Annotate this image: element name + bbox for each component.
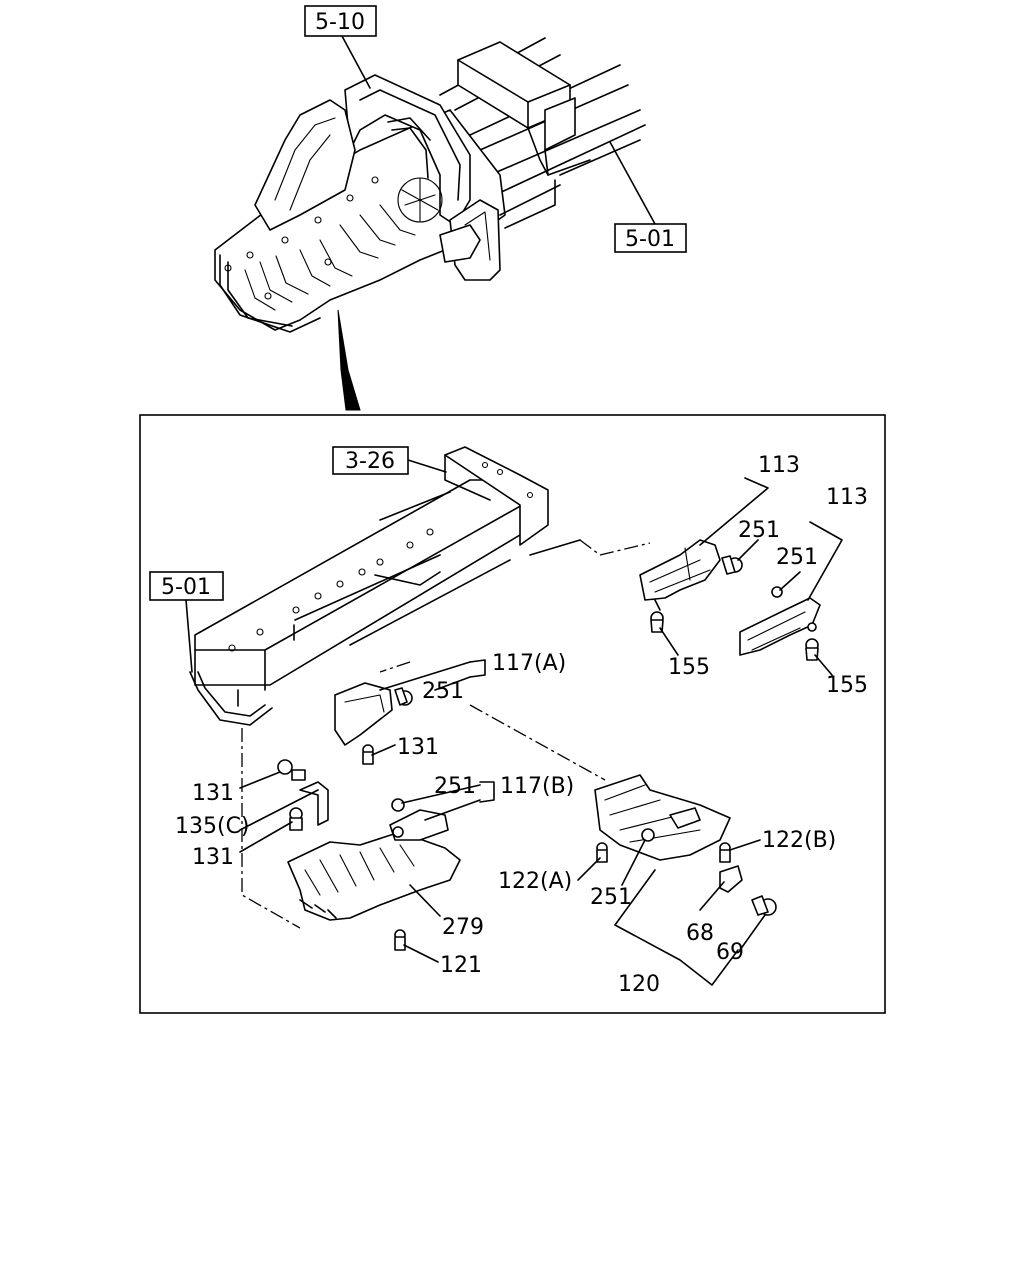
label-251-right: 251 [776,545,818,570]
label-131-left-top: 131 [192,781,234,806]
label-251-117b: 251 [434,774,476,799]
ref-box-5-10 [304,5,377,37]
label-68: 68 [686,921,714,946]
label-113-lower: 113 [826,485,868,510]
label-251-upper: 251 [738,518,780,543]
ref-label-5-10: 5-10 [315,10,365,35]
ref-box-5-01-inset [149,571,224,601]
label-122a: 122(A) [498,869,572,894]
assembly-line-113 [579,539,651,556]
bracket-135c [277,759,329,831]
part-number-labels: 113 113 251 251 155 155 117(A) 251 131 1… [175,453,868,997]
ref-box-3-26 [332,446,409,475]
tray-assembly-120 [594,774,777,916]
label-155-right: 155 [826,673,868,698]
ref-label-3-26: 3-26 [345,449,395,474]
label-131-mid: 131 [397,735,439,760]
part-callout-leaders [239,477,843,986]
label-131-left-bottom: 131 [192,845,234,870]
label-251-120: 251 [590,885,632,910]
label-117b: 117(B) [500,774,574,799]
zoom-pointer [337,309,361,411]
chassis-overview-drawing [214,37,646,333]
assembly-line-120 [469,704,606,781]
assembly-line-279 [241,728,301,929]
label-155-left: 155 [668,655,710,680]
label-279: 279 [442,915,484,940]
label-122b: 122(B) [762,828,836,853]
label-135c: 135(C) [175,814,250,839]
ref-label-5-01-top: 5-01 [625,227,675,252]
inset-chassis-rail [189,446,581,726]
skid-plate-279 [287,798,461,951]
label-117a: 117(A) [492,651,566,676]
ref-5-01-inset-callout: 5-01 [149,571,224,673]
ref-label-5-01-inset: 5-01 [161,575,211,600]
ref-3-26-callout: 3-26 [332,446,447,475]
bracket-113-lower [739,586,821,661]
label-113-upper: 113 [758,453,800,478]
ref-5-01-top-callout: 5-01 [609,141,687,253]
bracket-117a [334,682,413,765]
detail-inset-border [139,414,886,1014]
ref-5-10-callout: 5-10 [304,5,377,89]
bracket-113-upper [639,539,743,633]
label-69: 69 [716,940,744,965]
ref-box-5-01-top [614,223,687,253]
label-251-117a: 251 [422,679,464,704]
label-121: 121 [440,953,482,978]
assembly-line-117a [379,661,411,673]
label-120: 120 [618,972,660,997]
